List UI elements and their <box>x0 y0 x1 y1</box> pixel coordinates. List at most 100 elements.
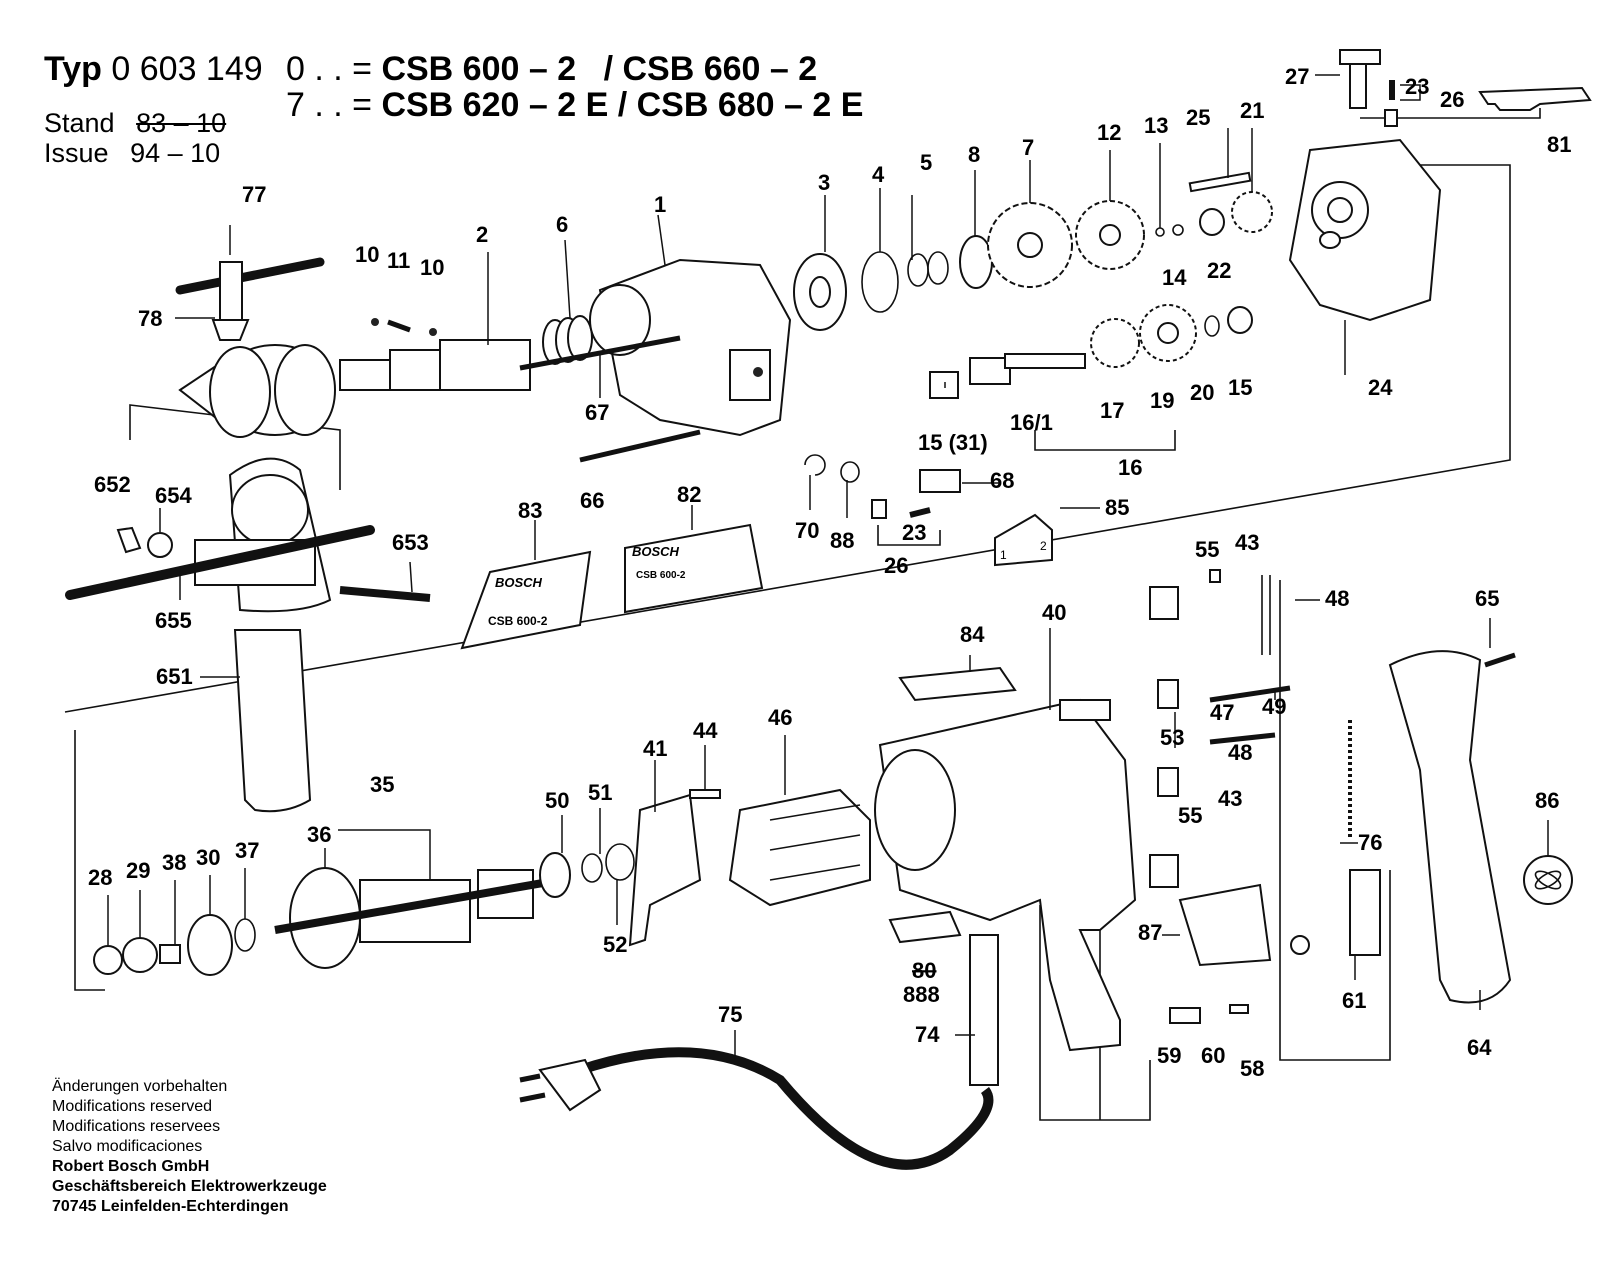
gear-19-hub <box>1157 322 1179 344</box>
footer-line-en: Modifications reserved <box>52 1098 213 1115</box>
leader-lines <box>107 74 1549 1060</box>
circlip-4 <box>861 251 899 313</box>
part-label-30: 30 <box>196 845 220 870</box>
washer-88 <box>840 461 860 483</box>
variant-7: 7 . . = <box>286 86 372 124</box>
lever-68 <box>919 469 961 493</box>
gear-7-hub <box>1017 232 1043 258</box>
footer-company: Robert Bosch GmbH <box>52 1158 210 1175</box>
sticker-82-model: CSB 600-2 <box>636 570 686 581</box>
gear-21 <box>1231 191 1273 233</box>
part-label-50: 50 <box>545 788 569 813</box>
part-label-29: 29 <box>126 858 150 883</box>
part-label-58: 58 <box>1240 1056 1264 1081</box>
washer-8 <box>959 235 993 289</box>
wire-48 <box>1261 575 1271 655</box>
footer-line-de: Änderungen vorbehalten <box>52 1078 228 1095</box>
part-label-46: 46 <box>768 705 792 730</box>
field-46 <box>728 788 871 907</box>
part-label-652: 652 <box>94 472 131 497</box>
disc-29 <box>122 937 158 973</box>
part-label-74: 74 <box>915 1022 940 1047</box>
part-label-83: 83 <box>518 498 542 523</box>
plug-75 <box>538 1058 602 1112</box>
part-label-44: 44 <box>693 718 718 743</box>
part-label-60: 60 <box>1201 1043 1225 1068</box>
capacitor-61 <box>1349 869 1381 956</box>
part-label-15-31: 15 (31) <box>918 430 988 455</box>
part-label-70: 70 <box>795 518 819 543</box>
pin-26 <box>1384 109 1398 127</box>
screw-44 <box>689 789 721 799</box>
variant-0-row: 0 . . = CSB 600 – 2 / CSB 660 – 2 <box>286 50 817 89</box>
washer-14 <box>1172 224 1184 236</box>
typ-number: 0 603 149 <box>111 50 263 88</box>
model-csb620: CSB 620 – 2 E <box>381 86 609 124</box>
circlip-70 <box>804 454 826 476</box>
vde-orbit-a <box>1534 870 1562 890</box>
stand-value: 83 – 10 <box>136 108 227 138</box>
part-label-22: 22 <box>1207 258 1231 283</box>
part-label-52: 52 <box>603 932 627 957</box>
plate-84 <box>898 666 1017 702</box>
screw-65 <box>1484 652 1516 668</box>
part-label-12: 12 <box>1097 120 1121 145</box>
part-label-11: 11 <box>387 248 410 273</box>
brush-holder-55b <box>1149 854 1179 888</box>
wire-49 <box>1209 685 1291 703</box>
ball-bearing-inner <box>809 276 831 308</box>
part-label-653: 653 <box>392 530 429 555</box>
part-label-651: 651 <box>156 664 193 689</box>
pin-26b <box>871 499 887 519</box>
sticker-83-model: CSB 600-2 <box>488 614 548 628</box>
bearing-50 <box>539 852 571 898</box>
lower-frame-line <box>74 730 105 991</box>
ring-52 <box>605 843 635 881</box>
bearing-30 <box>187 914 233 976</box>
issue-row: Issue 94 – 10 <box>44 138 220 169</box>
part-label-48a: 48 <box>1325 586 1349 611</box>
part-label-21: 21 <box>1240 98 1264 123</box>
plate-85 <box>994 513 1053 567</box>
part-label-80: 80 <box>912 958 936 983</box>
sticker-82 <box>624 523 764 614</box>
part-label-6: 6 <box>556 212 568 237</box>
part-label-59: 59 <box>1157 1043 1181 1068</box>
part-label-61: 61 <box>1342 988 1366 1013</box>
ring-51 <box>581 853 603 883</box>
part-label-82: 82 <box>677 482 701 507</box>
switch-shaft <box>1349 63 1367 109</box>
footer-address: 70745 Leinfelden-Echterdingen <box>52 1198 289 1215</box>
part-label-10b: 10 <box>420 255 444 280</box>
circlip-5b <box>927 251 949 285</box>
issue-label: Issue <box>44 138 109 168</box>
switch-knob <box>1290 935 1310 955</box>
footer-division: Geschäftsbereich Elektrowerkzeuge <box>52 1178 327 1195</box>
part-label-654: 654 <box>155 483 192 508</box>
screw-66 <box>579 429 701 463</box>
plate-81 <box>1478 86 1592 111</box>
circlip-37 <box>234 918 256 952</box>
motor-housing <box>874 698 1137 1052</box>
part-label-85: 85 <box>1105 495 1129 520</box>
part-label-64: 64 <box>1467 1035 1492 1060</box>
handle-half-64 <box>1388 650 1512 1004</box>
part-label-84: 84 <box>960 622 985 647</box>
sticker-83 <box>460 550 592 650</box>
part-label-5: 5 <box>920 150 932 175</box>
wiring <box>1279 580 1391 1061</box>
part-label-65: 65 <box>1475 586 1499 611</box>
part-label-47: 47 <box>1210 700 1234 725</box>
part-label-36: 36 <box>307 822 331 847</box>
part-label-76: 76 <box>1358 830 1382 855</box>
variant-0: 0 . . = <box>286 50 372 88</box>
bushing-38 <box>159 944 181 964</box>
carbon-brush-53b <box>1157 767 1179 797</box>
gear-17 <box>1090 318 1140 368</box>
part-label-28: 28 <box>88 865 112 890</box>
part-label-17: 17 <box>1100 398 1124 423</box>
circlip-5a <box>907 253 929 287</box>
footer-notes: Änderungen vorbehalten Modifications res… <box>52 1077 327 1217</box>
bushing-15 <box>1227 306 1253 334</box>
terminal-59 <box>1169 1007 1201 1024</box>
